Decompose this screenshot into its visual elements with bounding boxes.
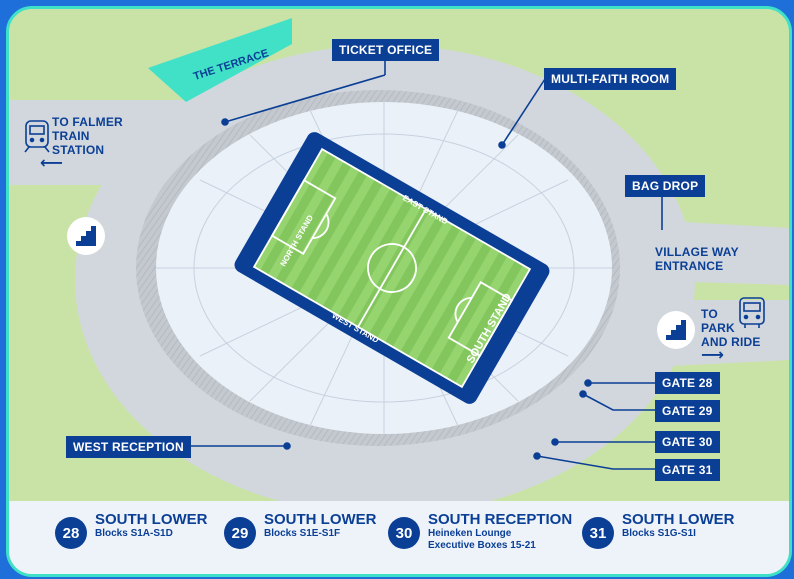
legend-subtitle: Heineken Lounge bbox=[428, 528, 512, 539]
gate-31-label: GATE 31 bbox=[655, 459, 720, 481]
gate-number-badge: 29 bbox=[224, 517, 256, 549]
legend-item-28: 28 SOUTH LOWER Blocks S1A-S1D bbox=[55, 511, 208, 549]
legend-title: SOUTH LOWER bbox=[264, 511, 377, 528]
legend-subtitle: Blocks S1A-S1D bbox=[95, 528, 173, 539]
stairs-icon bbox=[657, 311, 695, 349]
gate-30-label: GATE 30 bbox=[655, 431, 720, 453]
legend-subtitle: Blocks S1G-S1I bbox=[622, 528, 696, 539]
gate-29-label: GATE 29 bbox=[655, 400, 720, 422]
pitch bbox=[234, 132, 550, 404]
legend-item-29: 29 SOUTH LOWER Blocks S1E-S1F bbox=[224, 511, 377, 549]
bus-icon bbox=[739, 297, 765, 328]
legend-item-31: 31 SOUTH LOWER Blocks S1G-S1I bbox=[582, 511, 735, 549]
gate-legend: 28 SOUTH LOWER Blocks S1A-S1D 29 SOUTH L… bbox=[9, 501, 789, 574]
park-and-ride-direction: TO PARK AND RIDE ⟶ bbox=[701, 307, 761, 364]
stadium-map: NORTH STAND EAST STAND WEST STAND SOUTH … bbox=[6, 6, 792, 577]
gate-number-badge: 31 bbox=[582, 517, 614, 549]
leader-lines bbox=[185, 58, 663, 470]
legend-subtitle: Executive Boxes 15-21 bbox=[428, 540, 536, 551]
village-way-entrance: VILLAGE WAY ENTRANCE bbox=[655, 245, 739, 273]
legend-subtitle: Blocks S1E-S1F bbox=[264, 528, 341, 539]
legend-item-30: 30 SOUTH RECEPTION Heineken Lounge Execu… bbox=[388, 511, 572, 552]
bag-drop-label: BAG DROP bbox=[625, 175, 706, 197]
terrace-area bbox=[148, 18, 292, 102]
train-icon bbox=[24, 120, 50, 153]
legend-title: SOUTH LOWER bbox=[622, 511, 735, 528]
gate-number-badge: 30 bbox=[388, 517, 420, 549]
legend-title: SOUTH LOWER bbox=[95, 511, 208, 528]
stairs-icon bbox=[67, 217, 105, 255]
ticket-office-label: TICKET OFFICE bbox=[332, 39, 440, 61]
legend-title: SOUTH RECEPTION bbox=[428, 511, 573, 528]
gate-number-badge: 28 bbox=[55, 517, 87, 549]
west-reception-label: WEST RECEPTION bbox=[66, 436, 191, 458]
arrow-right-icon: ⟶ bbox=[701, 347, 725, 364]
multi-faith-room-label: MULTI-FAITH ROOM bbox=[544, 68, 677, 90]
gate-28-label: GATE 28 bbox=[655, 372, 720, 394]
arrow-left-icon: ⟵ bbox=[40, 155, 64, 172]
falmer-station-direction: TO FALMER TRAIN STATION ⟵ bbox=[40, 115, 123, 172]
map-graphic: NORTH STAND EAST STAND WEST STAND SOUTH … bbox=[10, 18, 789, 515]
